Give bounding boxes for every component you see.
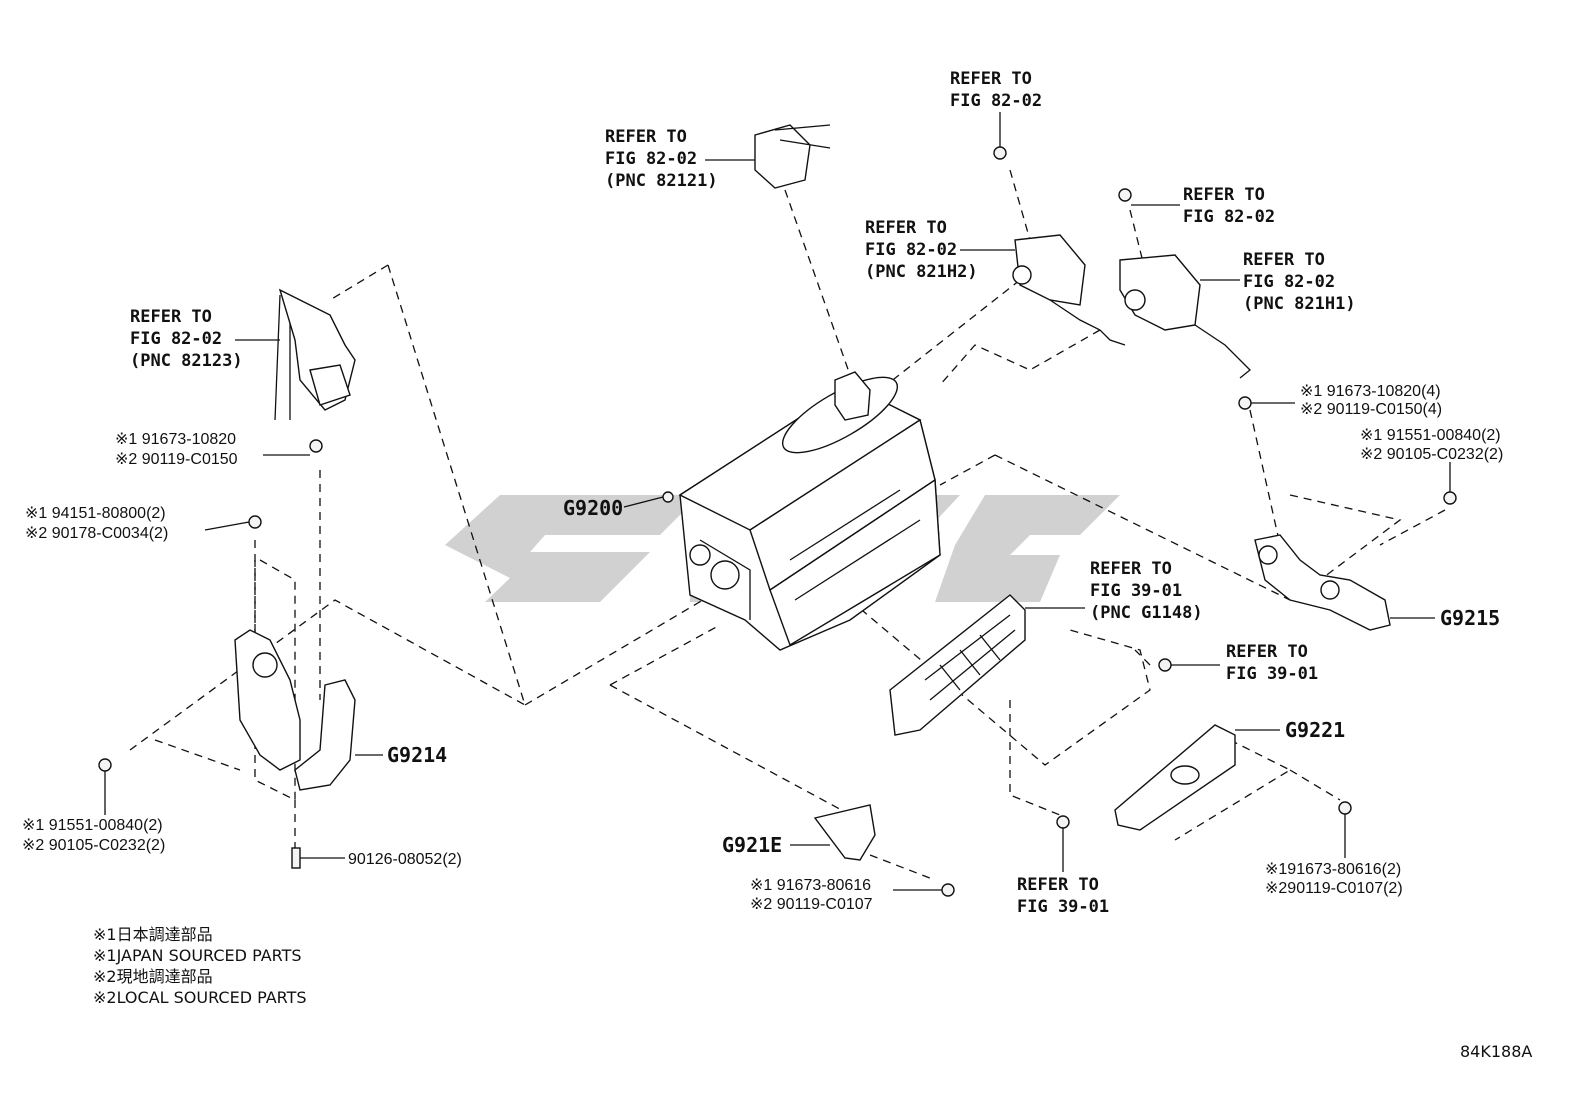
ref-label-82123: REFER TO FIG 82-02 (PNC 82123) bbox=[130, 307, 243, 371]
sensor-821h1-drawing bbox=[1119, 254, 1251, 379]
part-label-g9221: G9221 bbox=[1285, 718, 1345, 742]
part-label-g9200: G9200 bbox=[563, 496, 623, 520]
legend-notes: ※1日本調達部品 ※1JAPAN SOURCED PARTS ※2現地調達部品 … bbox=[93, 925, 307, 1007]
sensor-821h2-drawing bbox=[1012, 234, 1126, 346]
ref-label-39-right: REFER TO FIG 39-01 bbox=[1226, 642, 1318, 684]
ref-label-top: REFER TO FIG 82-02 bbox=[950, 69, 1042, 111]
fastener-code-6: ※1 91551-00840(2) ※2 90105-C0232(2) bbox=[1360, 427, 1505, 463]
leader-lines bbox=[104, 112, 1451, 891]
diagram-id: 84K188A bbox=[1460, 1042, 1532, 1061]
cooling-plate-g1148-drawing bbox=[889, 594, 1026, 736]
part-label-g9214: G9214 bbox=[387, 743, 447, 767]
part-label-g9215: G9215 bbox=[1440, 606, 1500, 630]
ref-label-82121: REFER TO FIG 82-02 (PNC 82121) bbox=[605, 127, 718, 191]
cover-g9221-drawing bbox=[1114, 724, 1236, 831]
ref-label-g1148: REFER TO FIG 39-01 (PNC G1148) bbox=[1090, 559, 1203, 623]
fastener-code-5: ※1 91673-10820(4) ※2 90119-C0150(4) bbox=[1300, 383, 1445, 418]
bracket-g9214-drawing bbox=[234, 629, 356, 791]
ref-label-821h1: REFER TO FIG 82-02 (PNC 821H1) bbox=[1243, 250, 1356, 314]
fastener-code-1: ※1 91673-10820 ※2 90119-C0150 bbox=[115, 431, 241, 468]
ref-label-39-bottom: REFER TO FIG 39-01 bbox=[1017, 875, 1109, 917]
part-label-g921e: G921E bbox=[722, 833, 782, 857]
bolt-icons bbox=[98, 146, 1457, 897]
fastener-code-8: ※191673-80616(2) ※290119-C0107(2) bbox=[1265, 861, 1406, 897]
inverter-assembly-drawing bbox=[678, 371, 941, 651]
fastener-code-2: ※1 94151-80800(2) ※2 90178-C0034(2) bbox=[25, 505, 170, 542]
ref-label-right-top: REFER TO FIG 82-02 bbox=[1183, 185, 1275, 227]
bracket-g921e-drawing bbox=[813, 804, 876, 861]
connector-82121-drawing bbox=[754, 124, 831, 189]
fastener-code-7: ※1 91673-80616 ※2 90119-C0107 bbox=[750, 877, 876, 913]
fastener-code-4: 90126-08052(2) bbox=[348, 851, 462, 868]
bracket-g9215-drawing bbox=[1254, 534, 1391, 631]
ref-label-821h2: REFER TO FIG 82-02 (PNC 821H2) bbox=[865, 218, 978, 282]
fastener-code-3: ※1 91551-00840(2) ※2 90105-C0232(2) bbox=[22, 817, 167, 854]
bracket-82123-drawing bbox=[274, 288, 356, 421]
